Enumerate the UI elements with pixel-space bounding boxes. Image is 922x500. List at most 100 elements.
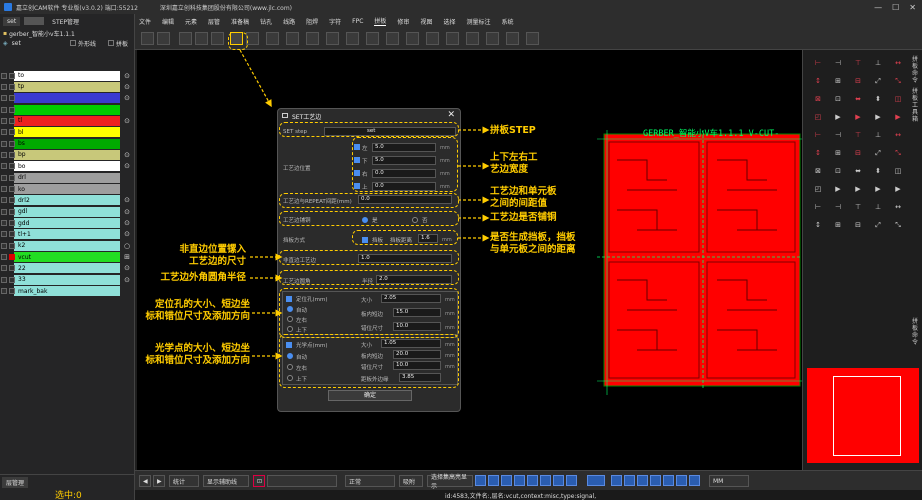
menu-item[interactable]: FPC bbox=[352, 17, 364, 25]
layer-visible-checkbox[interactable] bbox=[1, 106, 7, 113]
layer-visible-checkbox[interactable] bbox=[1, 163, 7, 170]
panel-command-icon[interactable]: ⊞ bbox=[835, 77, 841, 85]
layer-affected-checkbox[interactable] bbox=[9, 242, 15, 249]
layer-affected-checkbox[interactable] bbox=[9, 186, 15, 192]
panel-command-icon[interactable]: ⤡ bbox=[895, 149, 901, 157]
panel-command-icon[interactable]: ⊡ bbox=[835, 167, 841, 175]
side-label-panel-commands-2[interactable]: 拼板命令 bbox=[911, 318, 918, 346]
layer-tool-icon[interactable] bbox=[195, 32, 208, 45]
layer-affected-checkbox[interactable] bbox=[9, 265, 15, 272]
layer-visible-checkbox[interactable] bbox=[1, 220, 7, 227]
layer-affected-checkbox[interactable] bbox=[9, 231, 15, 238]
grid-toggle-icon[interactable] bbox=[650, 475, 661, 486]
panel-command-icon[interactable]: ⊞ bbox=[835, 221, 841, 229]
locator-lr-radio[interactable] bbox=[287, 316, 293, 322]
panel-command-icon[interactable]: ↔ bbox=[895, 131, 901, 139]
tab-layer-manager[interactable]: 层管理 bbox=[2, 477, 29, 488]
panel-command-icon[interactable]: ▶ bbox=[835, 113, 841, 121]
layer-row[interactable]: bo⊙ bbox=[1, 161, 130, 172]
panel-command-icon[interactable]: ⊢ bbox=[814, 59, 822, 67]
job-name-row[interactable]: ▪ gerber_智能小v车1.1.1 bbox=[0, 28, 134, 38]
layer-visible-checkbox[interactable] bbox=[1, 288, 7, 295]
layer-row[interactable] bbox=[1, 104, 120, 115]
layer-affected-checkbox[interactable] bbox=[9, 163, 15, 170]
layer-row[interactable]: k2○ bbox=[1, 240, 130, 251]
panel-command-icon[interactable]: ◫ bbox=[894, 95, 902, 103]
panel-command-icon[interactable]: ↔ bbox=[895, 59, 901, 67]
layer-affected-checkbox[interactable] bbox=[9, 140, 15, 147]
layer-visible-checkbox[interactable] bbox=[1, 231, 7, 238]
panel-command-icon[interactable]: ⊤ bbox=[854, 59, 862, 67]
panel-command-icon[interactable]: ⊣ bbox=[834, 131, 842, 139]
panel-command-icon[interactable]: ⤢ bbox=[875, 77, 881, 85]
tab-set[interactable]: set bbox=[3, 16, 21, 26]
panel-command-icon[interactable]: ◫ bbox=[894, 167, 902, 175]
menu-item[interactable]: 编辑 bbox=[162, 18, 175, 26]
work-canvas[interactable] bbox=[137, 50, 802, 470]
layer-row[interactable]: 22⊙ bbox=[1, 263, 130, 274]
menu-item[interactable]: 系统 bbox=[501, 18, 514, 26]
panel-command-icon[interactable]: ↔ bbox=[895, 203, 901, 211]
optical-edge-input[interactable]: 3.85 bbox=[399, 373, 441, 382]
circle-tool-icon[interactable] bbox=[553, 475, 564, 486]
layer-affected-checkbox[interactable] bbox=[9, 197, 15, 204]
fillet-radius-input[interactable]: 2.0 bbox=[376, 275, 452, 284]
layer-row[interactable]: gdl⊙ bbox=[1, 206, 130, 217]
chart-tool-icon[interactable] bbox=[426, 32, 439, 45]
close-window-icon[interactable]: ✕ bbox=[909, 2, 916, 12]
panel-command-icon[interactable]: ◰ bbox=[814, 113, 822, 121]
layer-color-icon[interactable]: ○ bbox=[123, 241, 131, 250]
layer-row[interactable]: vcut⊞ bbox=[1, 252, 130, 263]
menu-item[interactable]: 元素 bbox=[185, 18, 198, 26]
layer-affected-checkbox[interactable] bbox=[9, 208, 15, 215]
optical-size-input[interactable]: 1.05 bbox=[381, 339, 441, 348]
red-tool-icon[interactable] bbox=[506, 32, 519, 45]
panel-command-icon[interactable]: ⊟ bbox=[855, 149, 861, 157]
layer-row[interactable]: tp⊙ bbox=[1, 81, 130, 92]
optical-offset-input[interactable]: 10.0 bbox=[393, 361, 441, 370]
panel-command-icon[interactable]: ⊣ bbox=[834, 59, 842, 67]
layout-tool-icon[interactable] bbox=[587, 475, 605, 486]
dice-tool-icon[interactable] bbox=[466, 32, 479, 45]
ruler-tool-icon[interactable] bbox=[637, 475, 648, 486]
layer-visible-checkbox[interactable] bbox=[1, 265, 7, 272]
layer-visible-checkbox[interactable] bbox=[1, 151, 7, 158]
line-tool-icon[interactable] bbox=[475, 475, 486, 486]
layer-affected-checkbox[interactable] bbox=[9, 288, 15, 295]
layer-color-icon[interactable]: ⊙ bbox=[124, 196, 130, 205]
panel-command-icon[interactable]: ⊤ bbox=[854, 203, 862, 211]
panel-command-icon[interactable]: ◰ bbox=[814, 185, 822, 193]
edge-tool-icon[interactable] bbox=[286, 32, 299, 45]
layer-color-icon[interactable]: ⊙ bbox=[124, 230, 130, 239]
menu-item[interactable]: 视图 bbox=[420, 18, 433, 26]
layer-color-icon[interactable]: ⊙ bbox=[124, 116, 130, 125]
layer-visible-checkbox[interactable] bbox=[1, 140, 7, 147]
layer-affected-checkbox[interactable] bbox=[9, 95, 15, 102]
menu-item[interactable]: 选择 bbox=[443, 18, 456, 26]
edge-width-input[interactable]: 0.0 bbox=[372, 169, 436, 178]
panel-command-icon[interactable]: ⬌ bbox=[855, 167, 861, 175]
select-tool-icon[interactable] bbox=[141, 32, 154, 45]
polygon-tool-icon[interactable] bbox=[514, 475, 525, 486]
menu-item[interactable]: 阻焊 bbox=[306, 18, 319, 26]
panel-command-icon[interactable]: ↕ bbox=[815, 221, 821, 229]
layer-visible-checkbox[interactable] bbox=[1, 83, 7, 90]
panel-grid-icon[interactable] bbox=[246, 32, 259, 45]
panel-command-icon[interactable]: ▶ bbox=[835, 185, 841, 193]
layer-affected-checkbox[interactable] bbox=[9, 254, 15, 261]
layer-row[interactable]: drl bbox=[1, 172, 120, 183]
rotate-tool-icon[interactable] bbox=[386, 32, 399, 45]
optical-tb-radio[interactable] bbox=[287, 375, 293, 381]
mode-select[interactable]: 正常 bbox=[345, 475, 395, 487]
copper-yes-radio[interactable] bbox=[362, 217, 368, 223]
minimap[interactable] bbox=[807, 368, 919, 463]
grid-tool-icon[interactable] bbox=[179, 32, 192, 45]
panel-command-icon[interactable]: ⊟ bbox=[855, 77, 861, 85]
layer-row[interactable]: gdd⊙ bbox=[1, 218, 130, 229]
layer-row[interactable]: tl⊙ bbox=[1, 115, 130, 126]
panel-command-icon[interactable]: ⊠ bbox=[815, 167, 821, 175]
layer-affected-checkbox[interactable] bbox=[9, 129, 15, 136]
fill-tool-icon[interactable] bbox=[611, 475, 622, 486]
layer-color-icon[interactable]: ⊙ bbox=[124, 71, 130, 80]
tab-step-manager[interactable]: STEP管理 bbox=[52, 18, 80, 26]
